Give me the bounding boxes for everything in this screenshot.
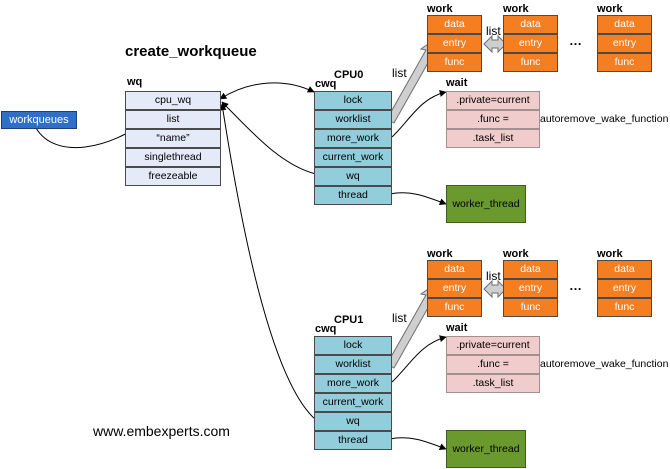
wait0-field-0: .private=current	[446, 91, 540, 110]
cwq0-field-0: lock	[314, 91, 392, 110]
cpu-label-1: CPU1	[334, 314, 364, 326]
work0-1-field-2: func	[503, 53, 558, 72]
wait1-field-1: .func =	[446, 355, 540, 374]
cwq-label-0: cwq	[315, 78, 337, 90]
work0-0-field-0: data	[427, 15, 482, 34]
work0-label-0: work	[427, 3, 453, 15]
work0-2-field-0: data	[597, 15, 652, 34]
work1-2-field-0: data	[597, 260, 652, 279]
wq-field-2: “name”	[125, 129, 221, 148]
cwq0-field-1: worklist	[314, 110, 392, 129]
cwq0-worklist-to-wait-arrow	[391, 90, 447, 138]
wait1-field-0: .private=current	[446, 336, 540, 355]
work0-label-1: work	[503, 3, 529, 15]
cwq0-field-2: more_work	[314, 129, 392, 148]
wait0-field-2: .task_list	[446, 129, 540, 148]
work0-list-label: list	[486, 24, 501, 38]
cwq-label-1: cwq	[315, 323, 337, 335]
cwq1-list-label: list	[392, 311, 407, 325]
cwq1-field-4: wq	[314, 412, 392, 431]
cwq0-field-4: wq	[314, 167, 392, 186]
cwq1-worklist-to-wait-arrow	[391, 335, 447, 383]
cwq0-list-label: list	[392, 66, 407, 80]
cwq0-wq-to-wq-arrow	[221, 101, 317, 175]
work1-1-field-1: entry	[503, 279, 558, 298]
work1-2-field-1: entry	[597, 279, 652, 298]
work0-2-field-2: func	[597, 53, 652, 72]
wait0-field-1: .func =	[446, 110, 540, 129]
cwq1-field-1: worklist	[314, 355, 392, 374]
work1-0-field-0: data	[427, 260, 482, 279]
wq-field-1: list	[125, 110, 221, 129]
wait0-func-value: autoremove_wake_function	[540, 113, 669, 125]
wait1-func-value: autoremove_wake_function	[540, 358, 669, 370]
wait0-label: wait	[446, 77, 468, 89]
website-label: www.embexperts.com	[93, 423, 230, 439]
work0-0-field-2: func	[427, 53, 482, 72]
cwq0-field-5: thread	[314, 186, 392, 205]
work1-0-field-1: entry	[427, 279, 482, 298]
wq-field-3: singlethread	[125, 148, 221, 167]
cwq1-thread-to-worker-arrow	[389, 437, 447, 451]
cwq0-field-3: current_work	[314, 148, 392, 167]
work0-1-field-0: data	[503, 15, 558, 34]
cwq1-field-0: lock	[314, 336, 392, 355]
work0-label-2: work	[597, 3, 623, 15]
work0-ellipsis: …	[569, 33, 583, 48]
wait1-label: wait	[446, 322, 468, 334]
workqueues-node: workqueues	[1, 111, 77, 129]
worker-thread-1: worker_thread	[446, 430, 526, 468]
work0-2-field-1: entry	[597, 34, 652, 53]
cpu-label-0: CPU0	[334, 69, 364, 81]
diagram-title: create_workqueue	[125, 43, 257, 60]
work1-1-field-0: data	[503, 260, 558, 279]
work1-ellipsis: …	[569, 278, 583, 293]
work1-label-1: work	[503, 248, 529, 260]
wq-label: wq	[127, 76, 143, 88]
cwq1-wq-to-wq-arrow	[219, 103, 317, 421]
cwq1-field-3: current_work	[314, 393, 392, 412]
cwq1-field-2: more_work	[314, 374, 392, 393]
wq-field-4: freezeable	[125, 167, 221, 186]
work1-1-field-2: func	[503, 298, 558, 317]
cpu-wq-to-cwq0-arrow	[219, 82, 315, 100]
work1-list-label: list	[486, 269, 501, 283]
worker-thread-0: worker_thread	[446, 185, 526, 223]
work1-label-0: work	[427, 248, 453, 260]
cwq1-field-5: thread	[314, 431, 392, 450]
cwq0-thread-to-worker-arrow	[389, 192, 447, 206]
wait1-field-2: .task_list	[446, 374, 540, 393]
work1-2-field-2: func	[597, 298, 652, 317]
work0-0-field-1: entry	[427, 34, 482, 53]
wq-field-0: cpu_wq	[125, 91, 221, 110]
work0-1-field-1: entry	[503, 34, 558, 53]
work1-label-2: work	[597, 248, 623, 260]
work1-0-field-2: func	[427, 298, 482, 317]
